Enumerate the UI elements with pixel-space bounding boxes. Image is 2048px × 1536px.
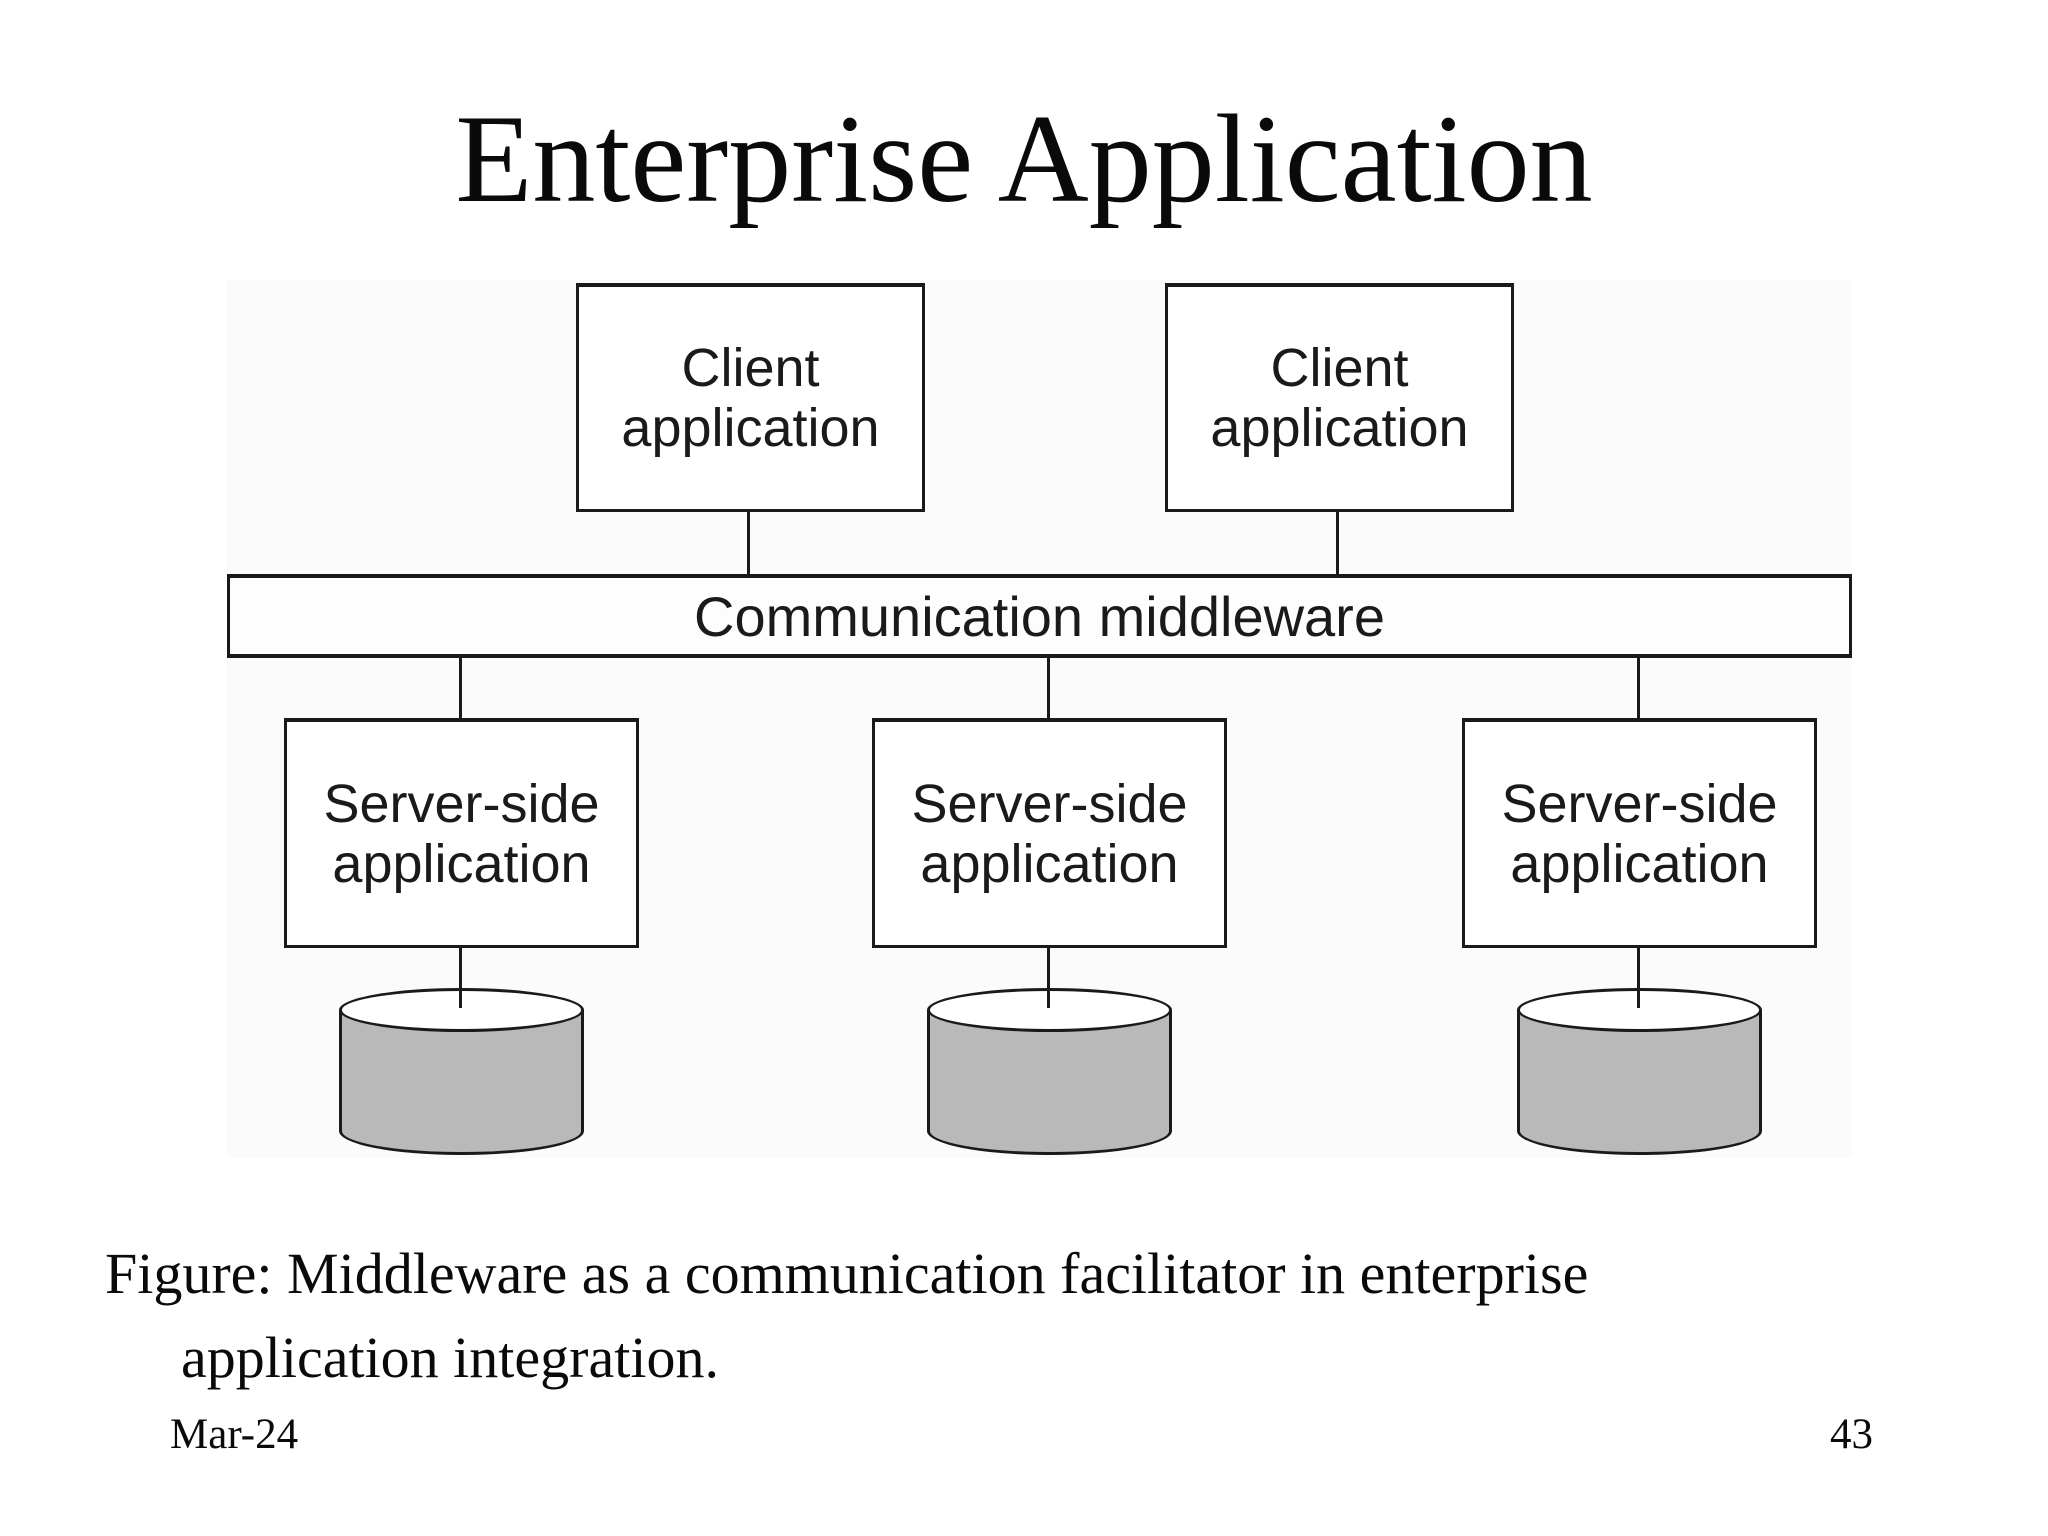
client-application-box-1: Client application: [576, 283, 925, 512]
client-application-box-2: Client application: [1165, 283, 1514, 512]
slide-page-number: 43: [1830, 1411, 1873, 1458]
server-box-2-label-line2: application: [920, 833, 1179, 894]
database-cylinder-body: [339, 1010, 584, 1155]
client-box-1-label-line1: Client: [681, 338, 820, 398]
connector-server2-database: [1047, 948, 1050, 1008]
connector-middleware-server2: [1047, 658, 1050, 720]
caption-line-2: application integration.: [181, 1325, 719, 1390]
connector-client2-middleware: [1336, 512, 1339, 576]
connector-client1-middleware: [747, 512, 750, 576]
server-application-box-1: Server-side application: [284, 718, 639, 948]
figure-area: Client application Client application Co…: [227, 280, 1852, 1158]
communication-middleware-bar: Communication middleware: [227, 574, 1852, 658]
slide-date: Mar-24: [170, 1411, 299, 1458]
server-box-1-label-line2: application: [332, 833, 591, 894]
database-cylinder-body: [1517, 1010, 1762, 1155]
server-box-2-label-line1: Server-side: [911, 773, 1188, 834]
connector-middleware-server1: [459, 658, 462, 720]
server-box-3-label-line1: Server-side: [1501, 773, 1778, 834]
figure-caption: Figure: Middleware as a communication fa…: [105, 1232, 1985, 1400]
slide-title: Enterprise Application: [455, 90, 1593, 229]
connector-server1-database: [459, 948, 462, 1008]
connector-middleware-server3: [1637, 658, 1640, 720]
server-application-box-3: Server-side application: [1462, 718, 1817, 948]
server-box-3-label-line2: application: [1510, 833, 1769, 894]
client-box-2-label-line1: Client: [1270, 338, 1409, 398]
client-box-2-label-line2: application: [1210, 398, 1469, 458]
client-box-1-label-line2: application: [621, 398, 880, 458]
server-box-1-label-line1: Server-side: [323, 773, 600, 834]
database-icon-2: [927, 988, 1172, 1155]
server-application-box-2: Server-side application: [872, 718, 1227, 948]
caption-line-1: Figure: Middleware as a communication fa…: [105, 1241, 1589, 1306]
database-icon-3: [1517, 988, 1762, 1155]
database-icon-1: [339, 988, 584, 1155]
middleware-label: Communication middleware: [694, 584, 1385, 648]
connector-server3-database: [1637, 948, 1640, 1008]
database-cylinder-body: [927, 1010, 1172, 1155]
